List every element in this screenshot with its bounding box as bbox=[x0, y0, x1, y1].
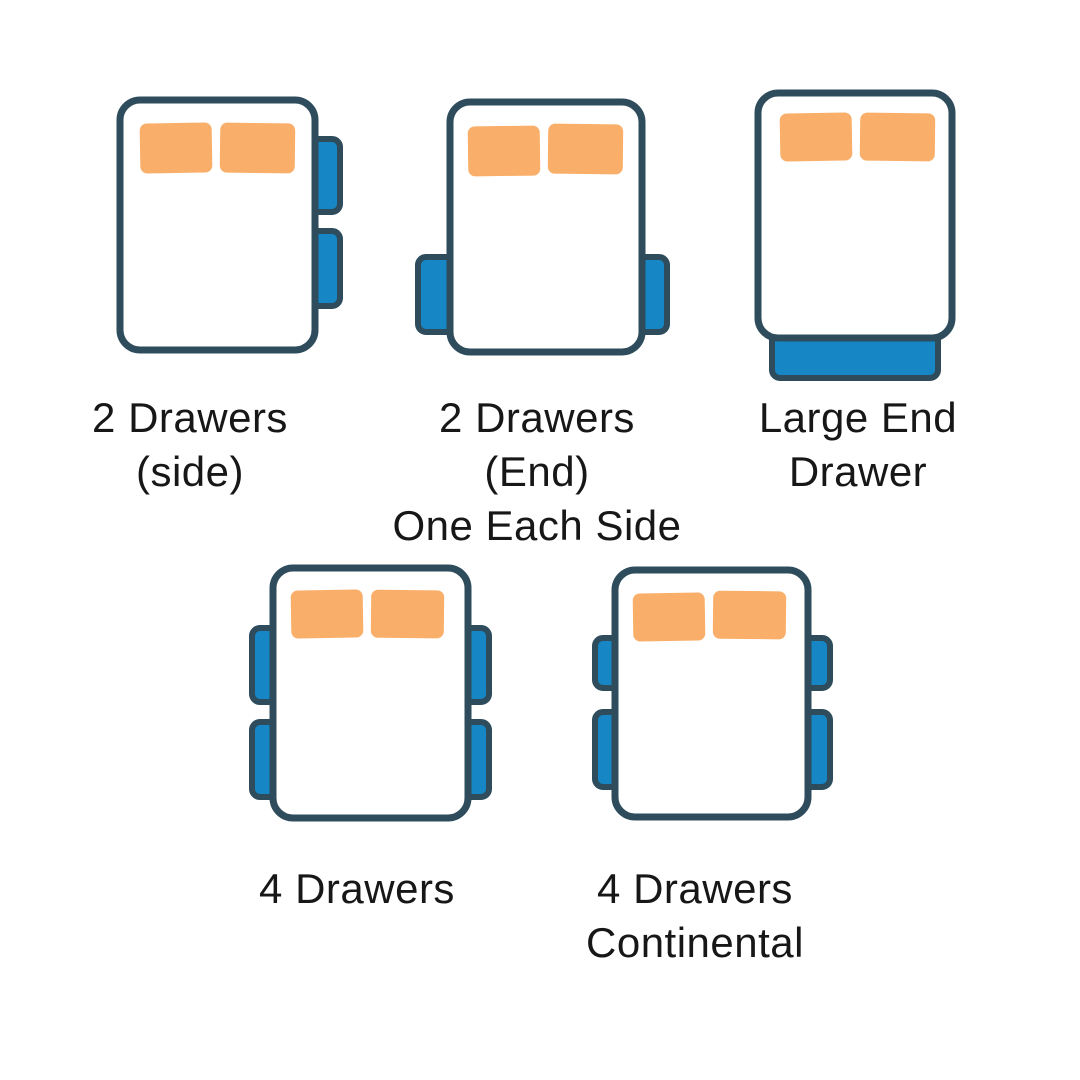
bed-diagram-2-drawers-end bbox=[415, 98, 670, 356]
label-line: 4 Drawers bbox=[259, 865, 455, 912]
label-line: One Each Side bbox=[392, 502, 682, 549]
figure-label-4-drawers-continental: 4 Drawers Continental bbox=[545, 862, 845, 970]
label-line: 4 Drawers bbox=[597, 865, 793, 912]
label-line: Large End bbox=[758, 394, 958, 441]
pillow-left bbox=[139, 122, 213, 174]
figure-label-2-drawers-end: 2 Drawers (End) One Each Side bbox=[387, 391, 687, 553]
figure-label-2-drawers-side: 2 Drawers (side) bbox=[40, 391, 340, 499]
bed-diagram-2-drawers-side bbox=[116, 96, 343, 354]
pillow-right bbox=[859, 112, 936, 162]
pillow-right bbox=[712, 590, 787, 640]
figure-label-4-drawers: 4 Drawers bbox=[207, 862, 507, 916]
label-line: (side) bbox=[135, 448, 245, 495]
pillow-left bbox=[467, 125, 541, 177]
pillow-left bbox=[779, 112, 853, 162]
bed-diagram-4-drawers bbox=[249, 564, 492, 822]
pillow-right bbox=[370, 589, 445, 639]
bed-diagram-4-drawers-continental bbox=[592, 566, 833, 821]
bed-diagram-large-end-drawer bbox=[754, 89, 956, 381]
label-line: Drawer bbox=[788, 448, 928, 495]
label-line: 2 Drawers (End) bbox=[439, 394, 635, 495]
pillow-left bbox=[290, 589, 364, 639]
figure-label-large-end-drawer: Large End Drawer bbox=[708, 391, 1008, 499]
pillow-right bbox=[219, 122, 296, 174]
label-line: Continental bbox=[586, 919, 804, 966]
label-line: 2 Drawers bbox=[92, 394, 288, 441]
pillow-right bbox=[547, 123, 624, 175]
pillow-left bbox=[632, 592, 706, 642]
